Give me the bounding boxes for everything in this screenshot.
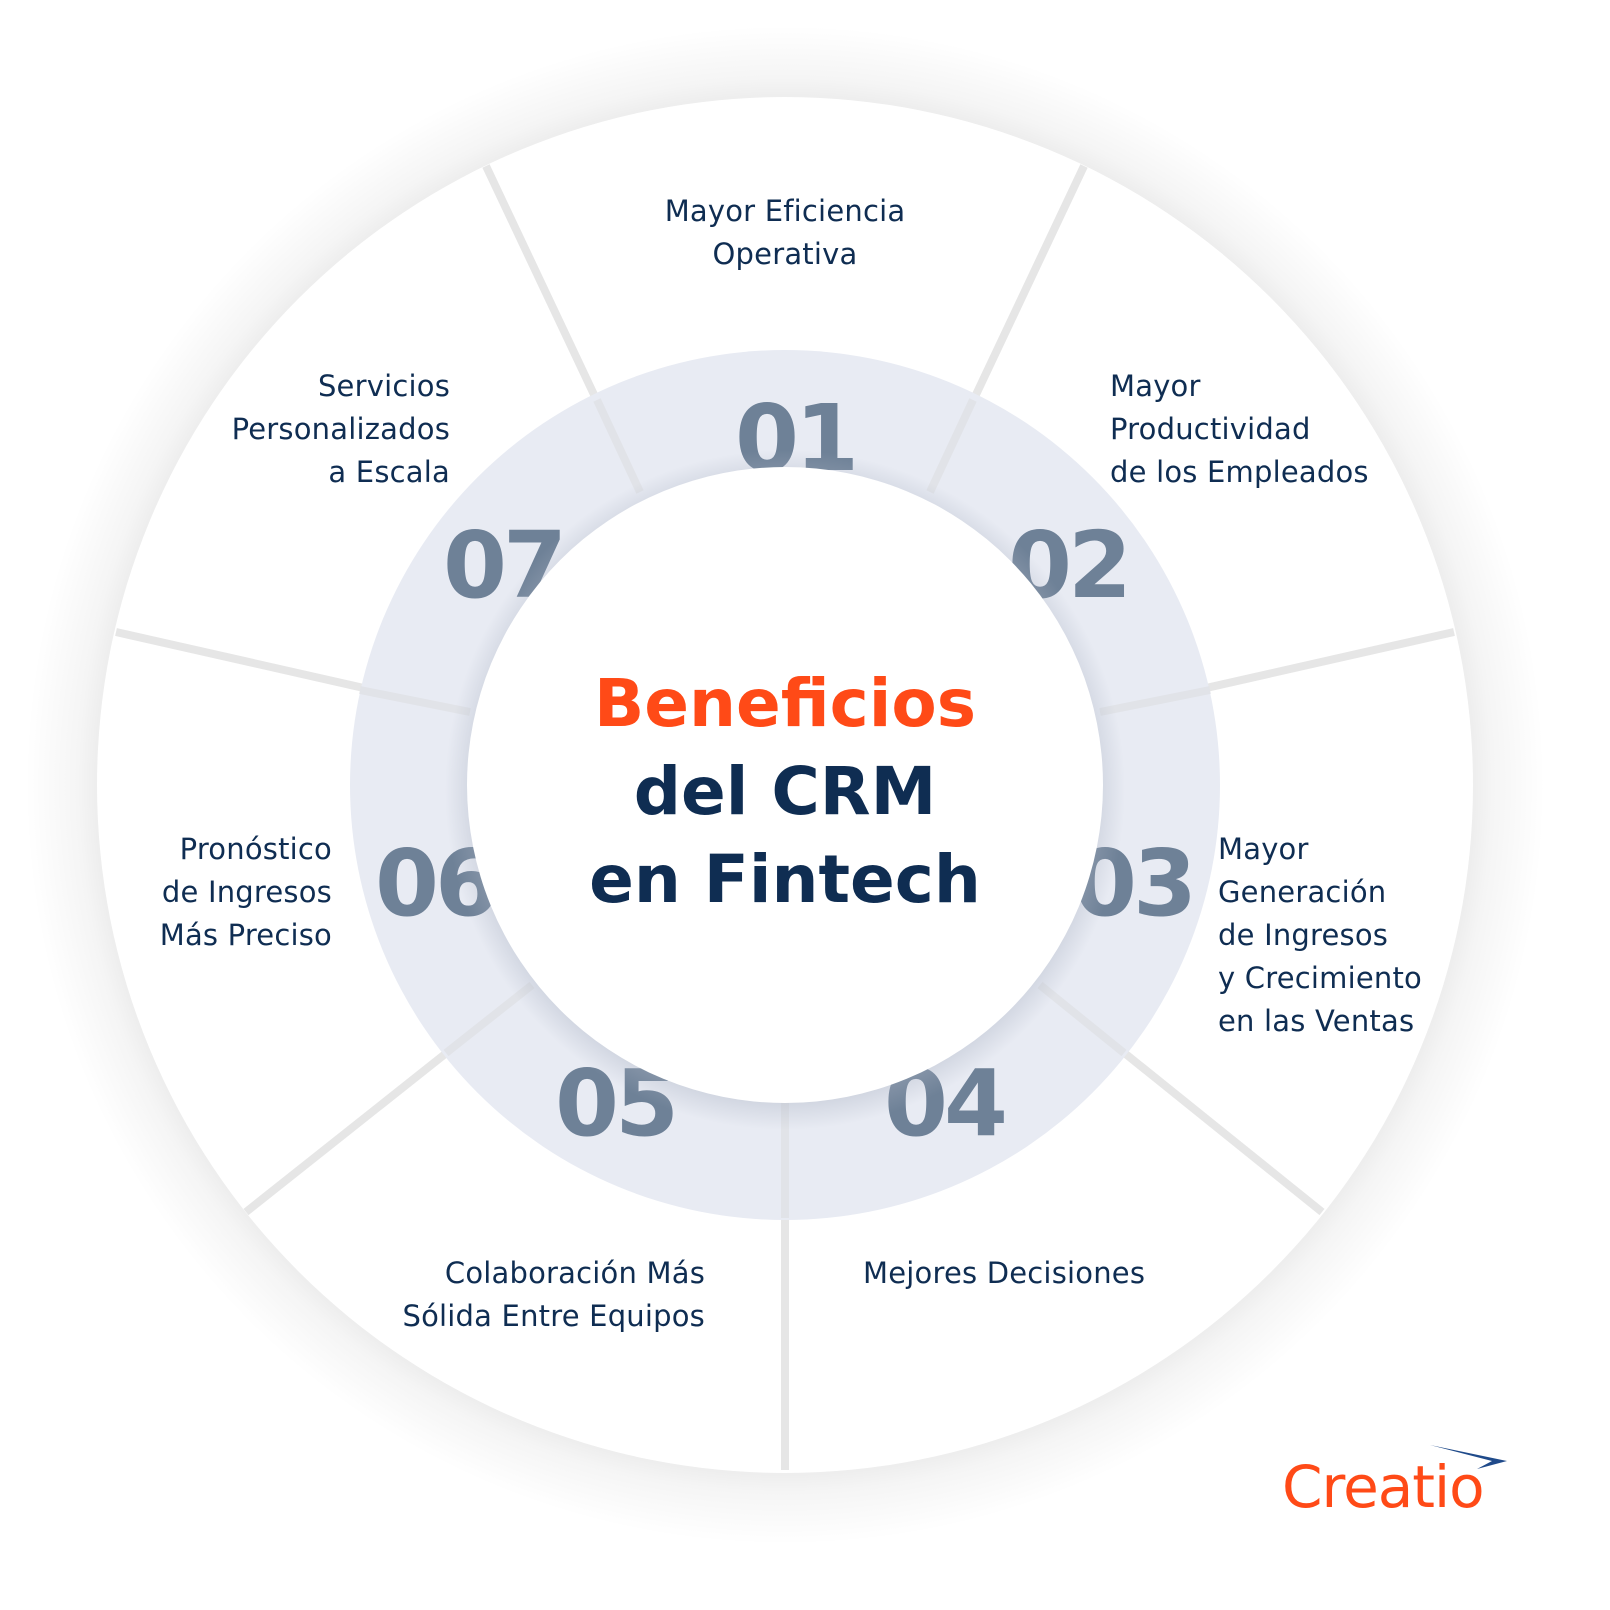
segment-number-07: 07 xyxy=(443,512,567,619)
label-line: Generación xyxy=(1218,875,1387,909)
label-line: Mejores Decisiones xyxy=(863,1256,1146,1290)
title-line-3: en Fintech xyxy=(589,841,981,918)
segment-label-04: Mejores Decisiones xyxy=(863,1252,1145,1295)
segment-label-03: Mayor Generación de Ingresos y Crecimien… xyxy=(1218,828,1422,1043)
label-line: Sólida Entre Equipos xyxy=(402,1299,705,1333)
segment-number-02: 02 xyxy=(1008,512,1132,619)
title-line-2: del CRM xyxy=(633,753,937,830)
segment-number-05: 05 xyxy=(555,1050,679,1157)
label-line: Operativa xyxy=(712,237,858,271)
label-line: y Crecimiento xyxy=(1218,961,1422,995)
label-line: Servicios xyxy=(317,369,450,403)
label-line: Mayor Eficiencia xyxy=(664,194,906,228)
label-line: Colaboración Más xyxy=(444,1256,705,1290)
logo-wordmark: Creatio xyxy=(1282,1453,1485,1521)
title-line-1: Beneficios xyxy=(593,665,977,742)
label-line: Mayor xyxy=(1110,369,1201,403)
segment-label-01: Mayor Eficiencia Operativa xyxy=(600,190,970,276)
segment-label-06: Pronóstico de Ingresos Más Preciso xyxy=(80,828,332,957)
label-line: Pronóstico xyxy=(179,832,332,866)
label-line: a Escala xyxy=(328,455,450,489)
label-line: Mayor xyxy=(1218,832,1309,866)
label-line: Más Preciso xyxy=(159,918,332,952)
segment-label-05: Colaboración Más Sólida Entre Equipos xyxy=(305,1252,705,1338)
segment-label-02: Mayor Productividad de los Empleados xyxy=(1110,365,1369,494)
segment-number-04: 04 xyxy=(884,1050,1008,1157)
segment-number-01: 01 xyxy=(735,385,859,492)
center-title: Beneficios del CRM en Fintech xyxy=(468,660,1102,924)
label-line: en las Ventas xyxy=(1218,1004,1415,1038)
label-line: de Ingresos xyxy=(161,875,332,909)
creatio-logo: Creatio xyxy=(1282,1445,1532,1525)
label-line: Personalizados xyxy=(231,412,450,446)
label-line: de Ingresos xyxy=(1218,918,1389,952)
label-line: Productividad xyxy=(1110,412,1311,446)
segment-label-07: Servicios Personalizados a Escala xyxy=(150,365,450,494)
label-line: de los Empleados xyxy=(1110,455,1369,489)
